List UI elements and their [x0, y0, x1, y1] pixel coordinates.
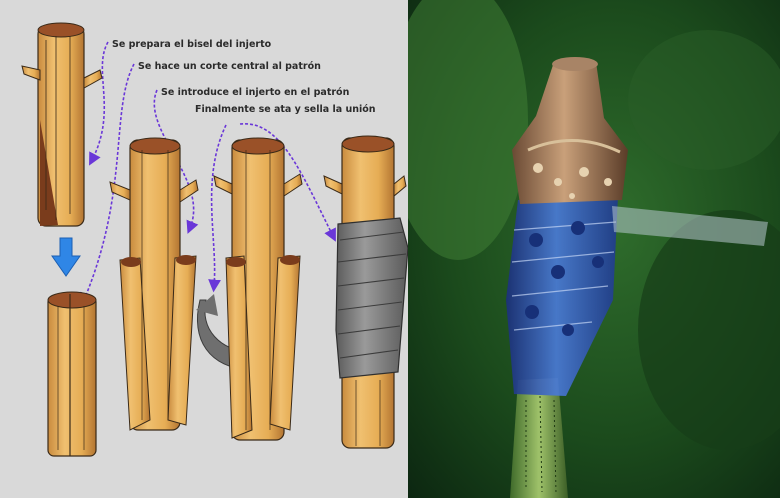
- step3-caption: Se introduce el injerto en el patrón: [161, 87, 350, 98]
- rootstock-split: [110, 138, 198, 430]
- step4-caption: Finalmente se ata y sella la unión: [195, 104, 376, 115]
- bevel-cut-stick: [48, 292, 96, 456]
- callout-arrow-step4a: [212, 125, 226, 286]
- photo-svg: [408, 0, 780, 498]
- step1-caption: Se prepara el bisel del injerto: [112, 39, 272, 50]
- grafting-diagram: Se prepara el bisel del injerto Se hace …: [0, 0, 408, 498]
- graft-photo: [408, 0, 780, 498]
- step2-caption: Se hace un corte central al patrón: [138, 61, 321, 72]
- rootstock-stem: [510, 378, 568, 498]
- blue-down-arrow: [52, 238, 80, 276]
- graft-tied: [324, 136, 408, 448]
- diagram-svg: Se prepara el bisel del injerto Se hace …: [0, 0, 408, 498]
- callout-arrow-step1: [92, 42, 108, 160]
- scion-stick: [22, 23, 102, 226]
